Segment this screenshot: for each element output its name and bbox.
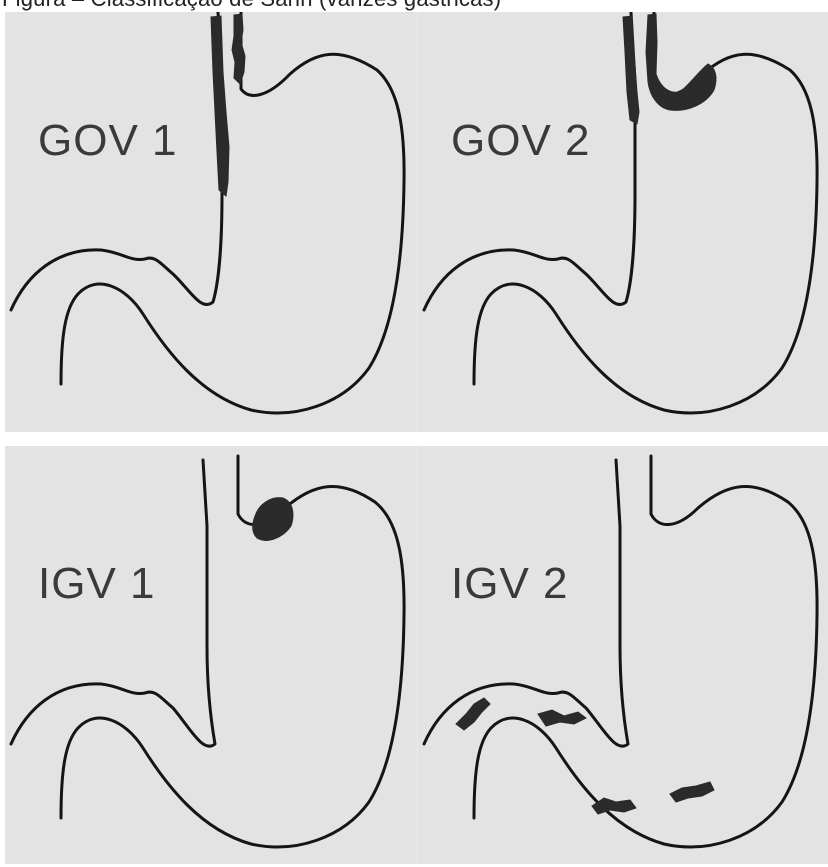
varix-antrum-right — [670, 782, 714, 802]
panel-label: GOV 2 — [451, 116, 591, 166]
panel-igv1: IGV 1 — [5, 446, 418, 864]
panel-label: GOV 1 — [38, 116, 178, 166]
stomach-diagram-gov2 — [418, 12, 828, 432]
caption-text: Figura – Classificação de Sarin (varizes… — [2, 0, 501, 12]
varix-body-center — [538, 710, 586, 726]
varix-fundus-upper — [232, 14, 245, 84]
panel-igv2: IGV 2 — [418, 446, 828, 864]
panel-gov2: GOV 2 — [418, 12, 828, 432]
caption-fragment: Figura – Classificação de Sarin (varizes… — [0, 0, 828, 12]
stomach-diagram-gov1 — [5, 12, 418, 432]
varix-fundus — [646, 14, 716, 110]
varix-antrum-left — [592, 798, 636, 814]
stomach-outline-greater — [61, 456, 404, 847]
varix-lesser-curve — [211, 16, 229, 196]
stomach-outline-greater — [474, 12, 817, 413]
stomach-outline-greater — [474, 456, 817, 847]
varix-body-left — [456, 698, 490, 730]
varix-fundus — [253, 498, 293, 541]
panel-label: IGV 1 — [38, 559, 156, 609]
stomach-diagram-igv1 — [5, 446, 418, 864]
panel-gov1: GOV 1 — [5, 12, 418, 432]
panel-label: IGV 2 — [451, 559, 569, 609]
stomach-diagram-igv2 — [418, 446, 828, 864]
varix-cardia — [623, 16, 639, 124]
stomach-outline-greater — [61, 12, 404, 413]
